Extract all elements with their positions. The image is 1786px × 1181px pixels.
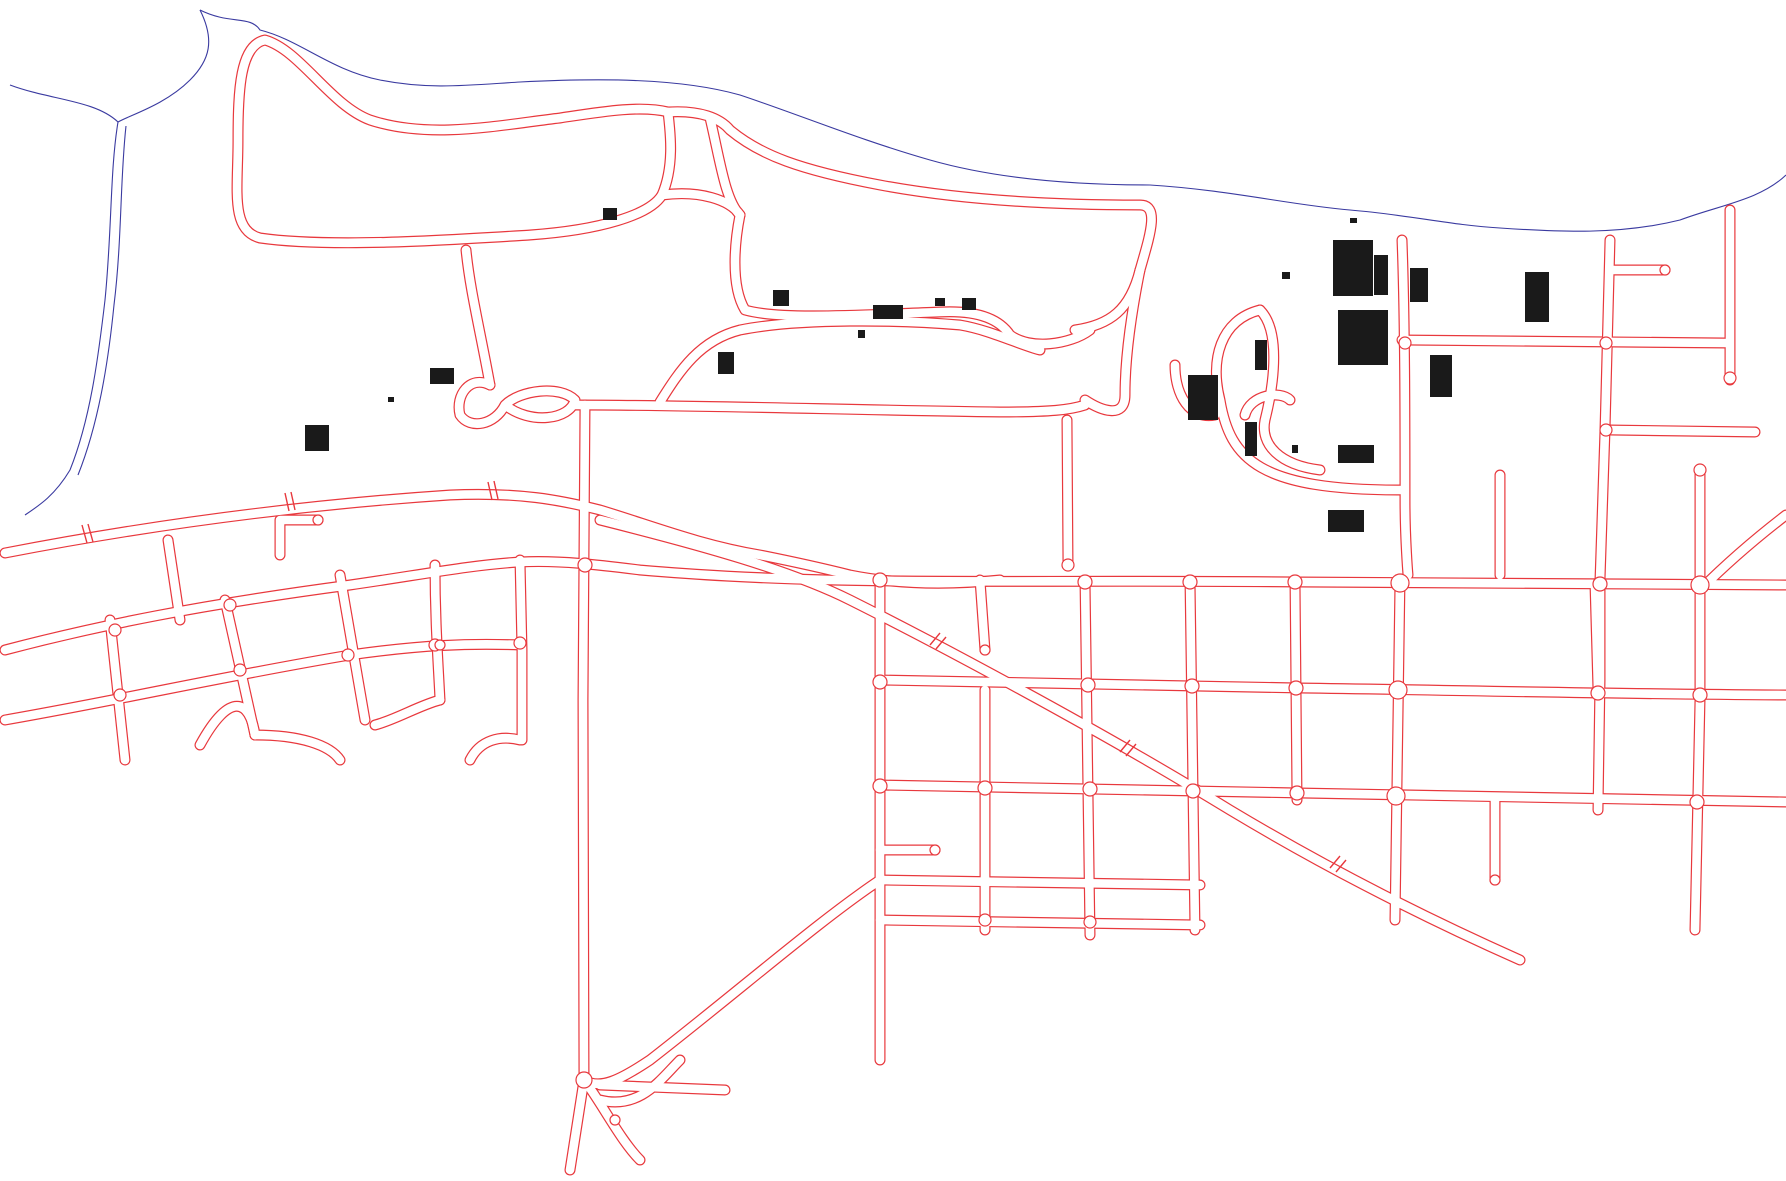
building [935, 298, 945, 306]
building [1374, 255, 1388, 295]
railway-crossings [81, 480, 1347, 873]
shoreline-layer [9, 9, 1786, 516]
building [388, 397, 394, 402]
building [603, 208, 617, 220]
building [1282, 272, 1290, 279]
building [1255, 340, 1267, 370]
buildings [305, 208, 1549, 532]
river-channel [24, 121, 119, 516]
building [1430, 355, 1452, 397]
junctions [108, 336, 1710, 1126]
river-branch-left [9, 9, 210, 123]
building [858, 330, 865, 338]
building [1338, 445, 1374, 463]
building [873, 305, 903, 319]
street-fill [5, 40, 1786, 1170]
shoreline-upper [199, 9, 1786, 232]
building [1525, 272, 1549, 322]
building [1410, 268, 1428, 302]
building [962, 298, 976, 310]
building [1188, 375, 1218, 420]
street-network [5, 40, 1786, 1170]
building [1333, 240, 1373, 296]
building [430, 368, 454, 384]
street-casing [5, 40, 1786, 1170]
building [718, 352, 734, 374]
building [1328, 510, 1364, 532]
building [1350, 218, 1357, 223]
building [1338, 310, 1388, 365]
river-channel-inner [77, 125, 127, 476]
cul-de-sacs [312, 264, 1737, 886]
building [1292, 445, 1298, 453]
building [773, 290, 789, 306]
building [1245, 422, 1257, 456]
building [305, 425, 329, 451]
